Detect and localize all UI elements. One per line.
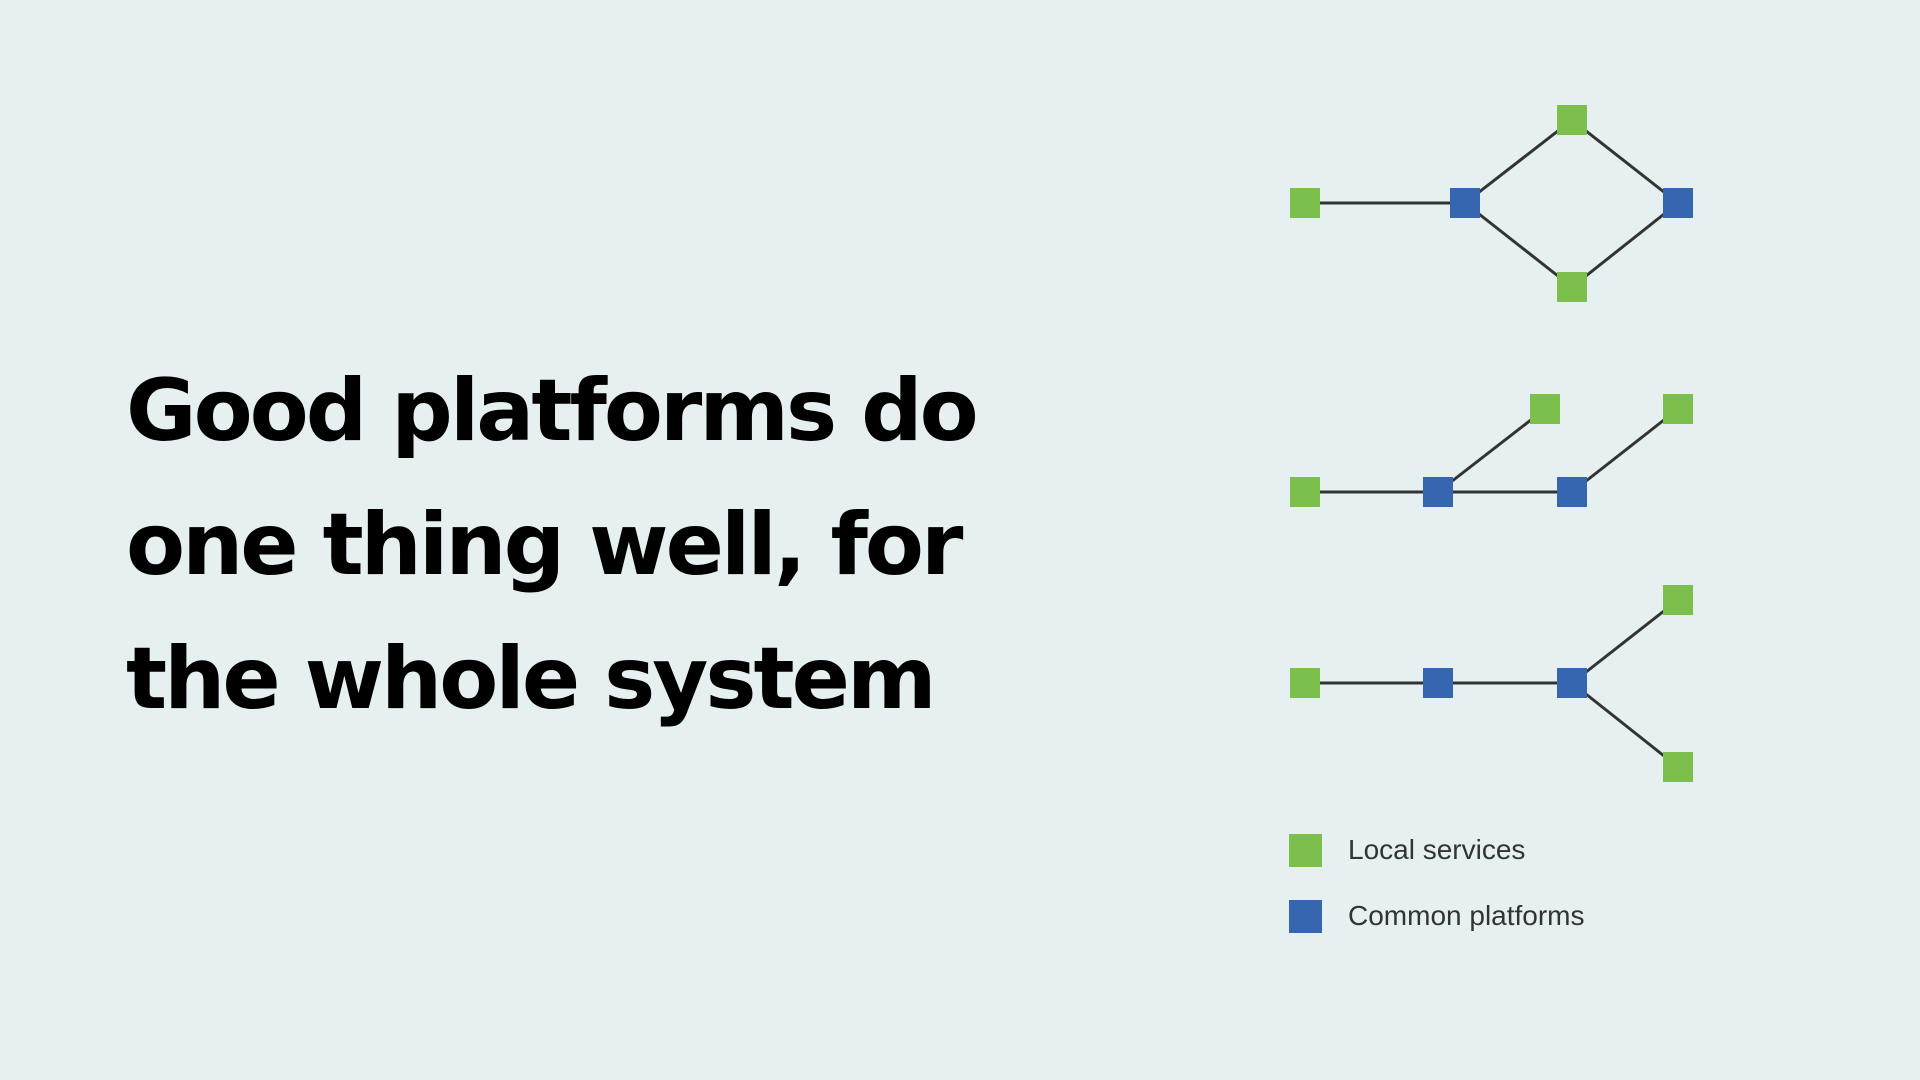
local-service-node	[1290, 668, 1320, 698]
local-service-node	[1663, 752, 1693, 782]
local-service-node	[1663, 394, 1693, 424]
edge	[1571, 407, 1679, 494]
local-service-square-icon	[1289, 833, 1322, 867]
edge	[1571, 598, 1679, 685]
page-title: Good platforms do one thing well, for th…	[126, 361, 979, 729]
edge	[1437, 407, 1546, 494]
local-service-node	[1290, 188, 1320, 218]
common-platform-node	[1423, 668, 1453, 698]
edge	[1464, 201, 1573, 289]
edge	[1464, 118, 1573, 205]
legend-label: Common platforms	[1348, 900, 1585, 931]
legend: Local services Common platforms	[1289, 830, 1585, 962]
diagram-diamond	[1290, 105, 1693, 302]
legend-item-local-services: Local services	[1289, 830, 1585, 870]
common-platform-node	[1450, 188, 1480, 218]
edge	[1571, 201, 1679, 289]
legend-item-common-platforms: Common platforms	[1289, 896, 1585, 936]
edge	[1571, 681, 1679, 769]
local-service-node	[1557, 105, 1587, 135]
edge	[1571, 118, 1679, 205]
common-platform-node	[1423, 477, 1453, 507]
diagram-chain-with-branches	[1290, 394, 1693, 507]
common-platform-node	[1557, 477, 1587, 507]
local-service-node	[1290, 477, 1320, 507]
diagram-chain-with-fork	[1290, 585, 1693, 782]
common-platform-node	[1557, 668, 1587, 698]
local-service-node	[1663, 585, 1693, 615]
local-service-node	[1530, 394, 1560, 424]
legend-label: Local services	[1348, 834, 1526, 865]
common-platform-square-icon	[1289, 899, 1322, 933]
local-service-node	[1557, 272, 1587, 302]
common-platform-node	[1663, 188, 1693, 218]
